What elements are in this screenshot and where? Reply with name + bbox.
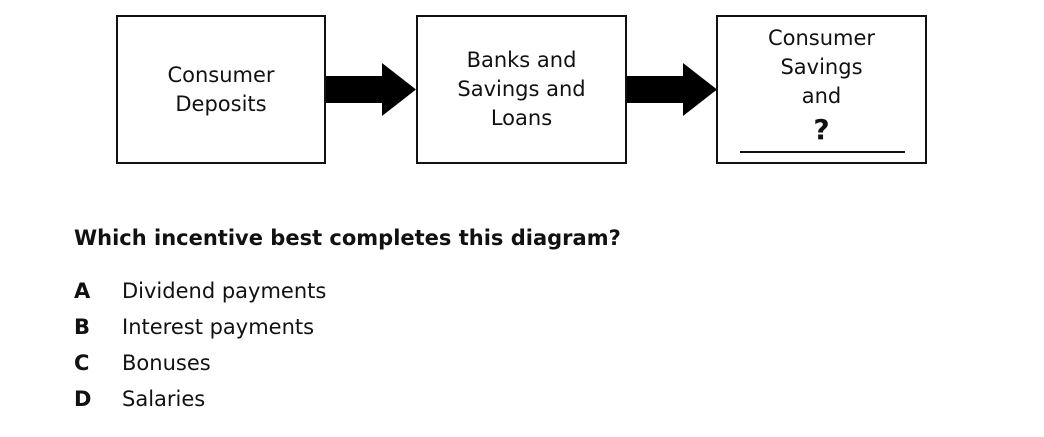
box-label-line: Loans (490, 106, 553, 130)
box-label-line: and (801, 84, 842, 108)
right-arrow-icon (627, 63, 717, 116)
choice-text: Salaries (122, 387, 206, 411)
choice-text: Interest payments (122, 315, 315, 339)
box-label-line: Deposits (175, 91, 267, 116)
box-label-line: Savings and (457, 77, 586, 101)
choice-letter: A (74, 279, 91, 303)
diagram-box-consumer-savings: Consumer Savings and ? (716, 15, 927, 164)
diagram-box-banks: Banks and Savings and Loans (416, 15, 627, 164)
right-arrow-icon (326, 63, 416, 116)
choice-text: Dividend payments (122, 279, 327, 303)
unknown-question-mark: ? (813, 113, 830, 146)
choice-letter: C (74, 351, 90, 375)
box-label-line: Consumer (167, 62, 275, 87)
choice-text: Bonuses (122, 351, 211, 375)
answer-blank-line (740, 151, 905, 153)
diagram-box-consumer-deposits: Consumer Deposits (116, 15, 326, 164)
box-label-line: Banks and (466, 48, 577, 72)
choice-letter: D (74, 387, 92, 411)
box-label-line: Savings (780, 55, 863, 79)
question-text: Which incentive best completes this diag… (74, 226, 621, 250)
choice-letter: B (74, 315, 91, 339)
box-label-line: Consumer (767, 26, 876, 50)
